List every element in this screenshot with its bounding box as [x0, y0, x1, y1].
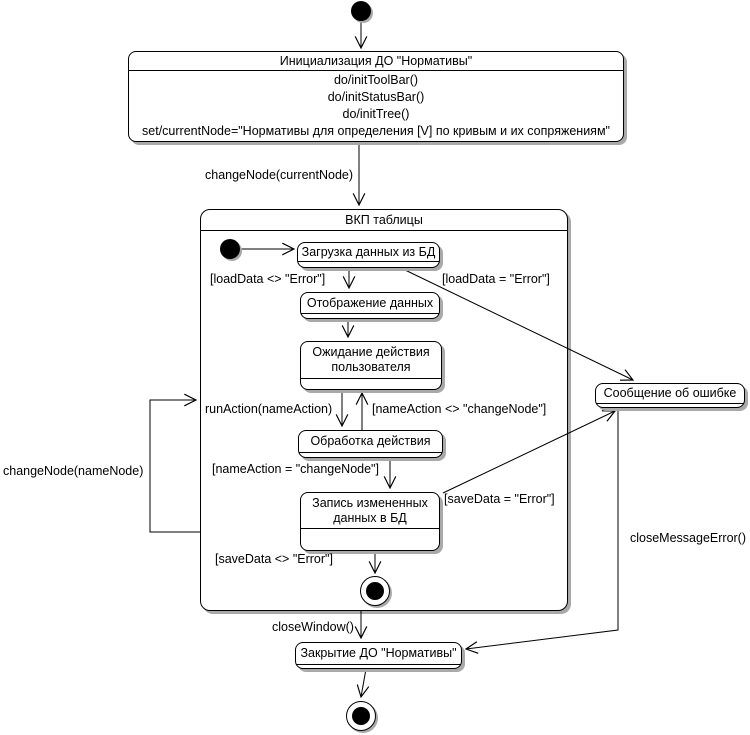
state-initialization-actions: do/initToolBar() do/initStatusBar() do/i… [129, 71, 623, 141]
state-save-data: Запись измененных данных в БД [300, 492, 440, 551]
state-process-action-title: Обработка действия [299, 431, 442, 453]
state-load-data: Загрузка данных из БД [297, 242, 440, 268]
label-run-action: runAction(nameAction) [205, 402, 333, 416]
label-save-ok: [saveData <> "Error"] [215, 552, 333, 566]
final-state-bottom [346, 701, 376, 731]
state-close-do: Закрытие ДО "Нормативы" [295, 642, 462, 669]
state-display-data-title: Отображение данных [301, 293, 439, 314]
action-init-toolbar: do/initToolBar() [333, 73, 419, 87]
label-change-node-current: changeNode(currentNode) [205, 168, 354, 182]
state-wait-user-action-title: Ожидание действия пользователя [301, 342, 441, 379]
composite-state-vkp-table-title: ВКП таблицы [201, 210, 567, 231]
label-load-ok: [loadData <> "Error"] [210, 272, 326, 286]
label-action-change-node: [nameAction = "changeNode"] [212, 462, 379, 476]
transition-change-node-name-loop [149, 400, 200, 533]
state-close-do-title: Закрытие ДО "Нормативы" [296, 643, 461, 665]
label-close-message-error: closeMessageError() [630, 531, 747, 545]
initial-state-top [351, 1, 371, 21]
state-initialization: Инициализация ДО "Нормативы" do/initTool… [128, 51, 624, 142]
initial-state-inner [220, 239, 240, 259]
state-error-message-title: Сообщение об ошибке [596, 384, 744, 404]
state-save-data-title: Запись измененных данных в БД [301, 493, 439, 529]
action-init-tree: do/initTree() [342, 107, 410, 121]
label-load-error: [loadData = "Error"] [442, 272, 550, 286]
transition-close-to-final [361, 668, 366, 697]
action-init-statusbar: do/initStatusBar() [327, 90, 425, 104]
state-wait-user-action: Ожидание действия пользователя [300, 341, 442, 390]
final-state-inner [360, 576, 390, 606]
label-close-window: closeWindow() [272, 620, 354, 634]
state-process-action: Обработка действия [298, 430, 443, 458]
state-display-data: Отображение данных [300, 292, 440, 319]
state-initialization-title: Инициализация ДО "Нормативы" [129, 52, 623, 71]
state-load-data-title: Загрузка данных из БД [298, 243, 439, 262]
label-action-not-change-node: [nameAction <> "changeNode"] [372, 402, 547, 416]
label-save-error: [saveData = "Error"] [444, 492, 555, 506]
state-error-message: Сообщение об ошибке [595, 383, 745, 408]
label-change-node-name: changeNode(nameNode) [3, 464, 144, 478]
action-set-current-node: set/currentNode="Нормативы для определен… [142, 124, 610, 138]
